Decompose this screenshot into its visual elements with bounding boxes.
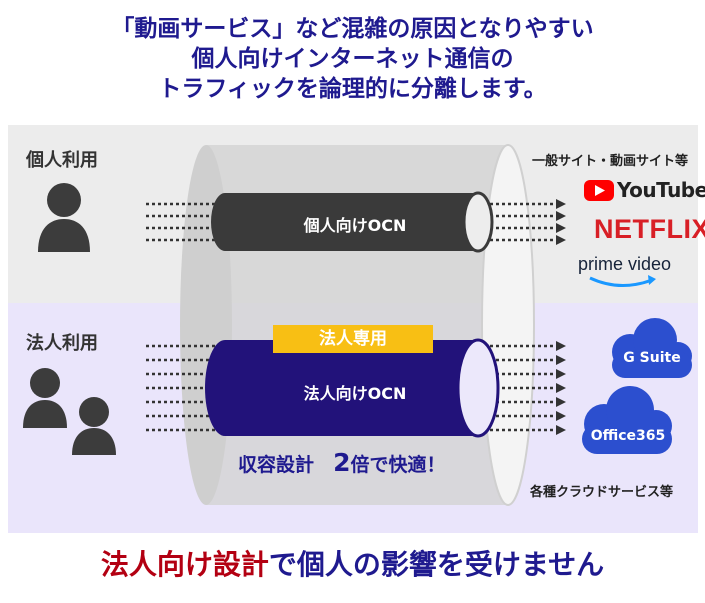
capacity-text: 収容設計 2倍で快適！ [238, 448, 446, 477]
personal-label: 個人利用 [26, 150, 98, 171]
amazon-smile-arrow [648, 275, 656, 285]
cloud-icon [612, 318, 692, 378]
personal-traffic-lines [146, 202, 556, 242]
bottom-message: 法人向け設計で個人の影響を受けません [0, 545, 705, 585]
person-icon [38, 183, 90, 252]
clouds-note: 各種クラウドサービス等 [530, 485, 674, 500]
corporate-label: 法人利用 [26, 333, 98, 354]
two-persons-icon [23, 368, 116, 455]
bottom-emphasis: 法人向け設計 [100, 548, 269, 581]
corporate-arrowheads [556, 341, 566, 435]
bottom-rest: で個人の影響を受けません [268, 548, 605, 581]
personal-pipe [211, 191, 494, 253]
youtube-logo: YouTube [617, 178, 705, 202]
amazon-smile-icon [589, 276, 653, 288]
services-note: 一般サイト・動画サイト等 [532, 154, 689, 169]
personal-arrowheads [556, 199, 566, 245]
cloud-icon [582, 386, 672, 454]
corporate-pipe [205, 338, 500, 438]
headline-line-2: 個人向けインターネット通信の [191, 46, 514, 72]
gsuite-cloud-label: G Suite [623, 350, 681, 366]
personal-pipe-label: 個人向けOCN [303, 216, 407, 235]
prime-video-logo: prime video [578, 254, 672, 274]
capacity-number: 2 [333, 448, 351, 477]
headline-line-3: トラフィックを論理的に分離します。 [158, 76, 547, 102]
corporate-only-badge: 法人専用 [273, 325, 433, 353]
capacity-suffix: 倍で快適！ [350, 454, 446, 476]
office365-cloud-label: Office365 [590, 428, 666, 444]
youtube-play-icon [584, 180, 614, 201]
corporate-pipe-label: 法人向けOCN [303, 384, 407, 403]
capacity-prefix: 収容設計 [238, 454, 315, 476]
netflix-logo: NETFLIX [594, 214, 705, 244]
headline-line-1: 「動画サービス」など混雑の原因となりやすい [111, 16, 594, 42]
